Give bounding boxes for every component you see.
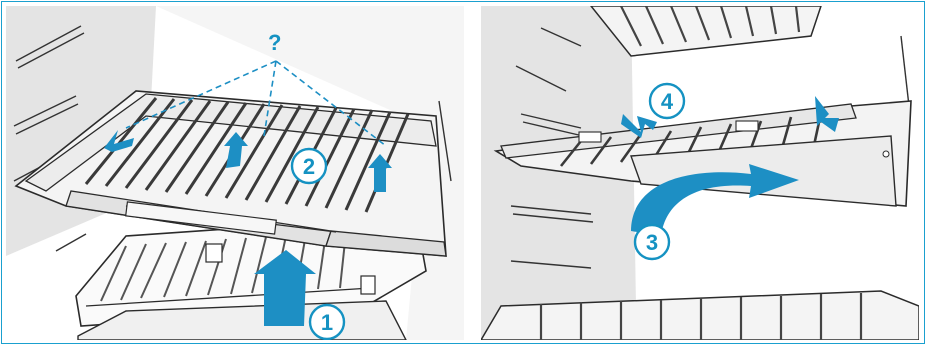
step-marker-1: 1 <box>310 305 344 339</box>
svg-text:4: 4 <box>661 89 674 114</box>
svg-text:1: 1 <box>321 310 333 335</box>
question-label: ? <box>268 30 281 55</box>
left-panel-illustration: ? 2 1 <box>6 6 464 340</box>
svg-text:3: 3 <box>646 230 658 255</box>
step-marker-2: 2 <box>292 149 326 183</box>
svg-text:2: 2 <box>303 154 315 179</box>
step-marker-4: 4 <box>650 84 684 118</box>
step-marker-3: 3 <box>635 225 669 259</box>
right-panel-illustration: 4 3 <box>481 6 919 340</box>
left-panel-drawing: ? 2 1 <box>6 6 464 340</box>
right-panel-drawing: 4 3 <box>481 6 919 340</box>
